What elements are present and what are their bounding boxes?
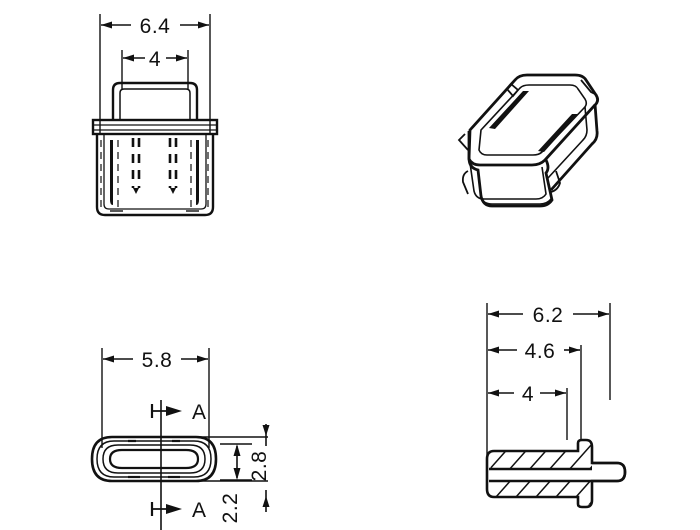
section-stem <box>592 461 627 483</box>
section-arrowhead-top-icon <box>166 406 182 416</box>
front-view-body-outline <box>95 134 215 217</box>
bottom-view: 5.8 A A <box>90 348 271 530</box>
front-view-body-inner <box>103 134 207 210</box>
section-arrowhead-bottom-icon <box>166 504 182 514</box>
iso-corner-tab-top-left <box>505 82 520 98</box>
front-view-latch-slot-left <box>131 138 141 194</box>
front-view-tab-inner <box>119 88 191 120</box>
iso-right-wall-inner <box>547 106 588 179</box>
dimension-6-2: 6.2 <box>486 303 611 455</box>
bottom-view-cavity <box>108 448 200 470</box>
front-view-rib-right-shade <box>196 140 199 205</box>
front-view-flange <box>91 118 219 136</box>
arrowhead-left-icon <box>123 54 134 62</box>
dimension-label-4: 4 <box>149 48 161 71</box>
arrowhead-right-icon <box>197 355 208 363</box>
front-view-tab-outer <box>111 81 199 120</box>
arrowhead-left-icon <box>488 310 499 318</box>
arrowhead-right-icon <box>569 346 580 354</box>
arrowhead-bottom-icon <box>233 468 241 480</box>
dimension-5-8: 5.8 <box>101 348 210 448</box>
bottom-view-outer-outline <box>90 435 218 483</box>
dimension-2-2: 2.2 <box>219 443 252 524</box>
iso-top-face <box>467 73 599 167</box>
dimension-4-6: 4.6 <box>488 340 582 440</box>
section-mark-a-bottom: A <box>150 499 206 522</box>
arrowhead-left-icon <box>488 346 499 354</box>
iso-front-wall <box>467 131 554 208</box>
arrowhead-top-icon <box>262 425 270 436</box>
arrowhead-bottom-icon <box>262 496 270 507</box>
section-letter-top: A <box>192 401 206 424</box>
dimension-6-4: 6.4 <box>99 14 211 135</box>
dimension-label-2-8: 2.8 <box>248 451 271 482</box>
front-view: 6.4 4 <box>91 14 219 217</box>
section-hatch-upper <box>489 443 592 469</box>
section-hatch-lower <box>489 481 592 505</box>
iso-front-band <box>469 162 547 200</box>
dimension-label-5-8: 5.8 <box>142 349 173 372</box>
latch-slot-right-tip <box>170 188 176 194</box>
iso-corner-tab-left <box>457 133 469 151</box>
section-mark-a-top: A <box>150 401 206 424</box>
section-a-a-view: 6.2 4.6 4 <box>485 303 627 509</box>
arrowhead-right-icon <box>555 389 566 397</box>
bottom-view-outline-2 <box>96 440 212 478</box>
front-view-rib-left-shade <box>110 140 113 205</box>
iso-slot-mark-left <box>489 91 529 129</box>
front-view-latch-slot-right <box>168 138 178 194</box>
section-letter-bottom: A <box>192 499 206 522</box>
arrowhead-left-icon <box>101 21 112 29</box>
iso-front-bottom-edge <box>480 196 552 205</box>
arrowhead-right-icon <box>198 21 209 29</box>
isometric-view <box>457 73 599 208</box>
dimension-label-6-2: 6.2 <box>533 304 564 327</box>
dimension-2-8: 2.8 <box>248 424 271 512</box>
arrowhead-top-icon <box>233 444 241 456</box>
arrowhead-left-icon <box>488 389 499 397</box>
iso-left-nub <box>461 170 469 195</box>
iso-right-wall <box>549 103 599 191</box>
dimension-4-bottom: 4 <box>488 383 568 440</box>
iso-top-recess <box>478 84 588 156</box>
iso-corner-tab-top-right <box>580 79 598 96</box>
dimension-label-2-2: 2.2 <box>219 493 242 524</box>
dimension-label-4: 4 <box>522 383 534 406</box>
iso-slot-mark-right <box>538 114 578 152</box>
dimension-label-4-6: 4.6 <box>525 340 556 363</box>
bottom-view-outline-3 <box>102 444 206 474</box>
latch-slot-left-tip <box>133 188 139 194</box>
arrowhead-right-icon <box>598 310 609 318</box>
dimension-label-6-4: 6.4 <box>140 15 171 38</box>
arrowhead-right-icon <box>176 54 187 62</box>
arrowhead-left-icon <box>103 355 114 363</box>
iso-right-nub <box>550 170 561 193</box>
